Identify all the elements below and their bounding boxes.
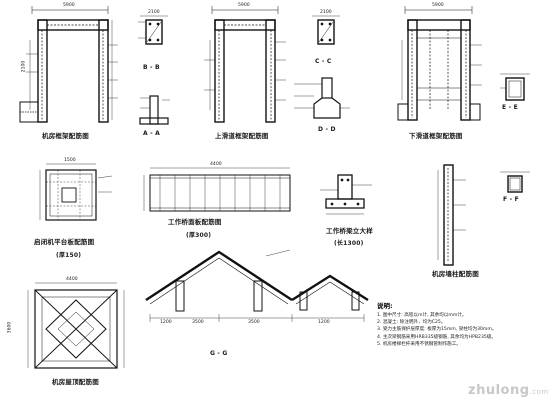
section-g-drawing — [145, 249, 369, 322]
dimension-label: 5900 — [432, 3, 444, 8]
watermark-suffix: .com — [529, 388, 549, 396]
roof-plan-title: 机房屋顶配筋图 — [52, 378, 99, 386]
work-bridge-thickness: (厚300) — [186, 232, 212, 239]
watermark-text: zhulong — [468, 383, 530, 398]
work-bridge-title: 工作桥面板配筋图 — [168, 218, 222, 226]
section-d-title: D - D — [318, 126, 336, 133]
section-g-title: G - G — [210, 350, 228, 357]
dimension-label: 5900 — [238, 3, 250, 8]
section-b-drawing — [138, 15, 168, 45]
note-line: 4. 主次梁钢筋采用HRB335级钢筋, 其余均为HPB235级。 — [377, 334, 496, 340]
section-f-drawing — [500, 171, 530, 193]
section-a-drawing — [139, 95, 170, 125]
dimension-label: 3600 — [7, 321, 13, 334]
section-f-title: F - F — [503, 196, 519, 203]
dimension-label: 1200 — [318, 320, 330, 325]
dimension-label: 2100 — [148, 10, 160, 15]
work-bridge-drawing — [143, 167, 291, 212]
dimension-label: 4400 — [66, 277, 78, 282]
section-e-drawing — [500, 73, 530, 101]
dimension-label: 5900 — [63, 3, 75, 8]
notes-title: 说明: — [377, 302, 393, 310]
work-bridge-beam-title: 工作桥梁立大样 — [326, 227, 373, 235]
machine-room-frame-title: 机房框架配筋图 — [42, 132, 89, 140]
motor-platform-thickness: (厚150) — [56, 252, 82, 259]
work-bridge-beam-length: (长1300) — [334, 240, 364, 247]
upper-guide-frame-title: 上滑道框架配筋图 — [215, 132, 269, 140]
dimension-label: 1500 — [64, 158, 76, 163]
note-line: 2. 混凝土: 除注明外，均为C25。 — [377, 320, 446, 326]
section-c-title: C - C — [315, 58, 332, 65]
roof-plan-drawing — [27, 282, 125, 369]
dimension-label: 3500 — [192, 320, 204, 325]
section-a-title: A - A — [143, 130, 160, 137]
section-b-title: B - B — [143, 64, 160, 71]
stair-column-title: 机房墙柱配筋图 — [432, 270, 479, 278]
stair-column-drawing — [437, 164, 466, 266]
note-line: 5. 机房楼梯栏杆采用不锈钢管制作施工。 — [377, 341, 461, 347]
note-line: 1. 图中尺寸: 高程以m计, 其余均以mm计。 — [377, 313, 467, 318]
motor-platform-title: 启闭机平台板配筋图 — [34, 238, 95, 246]
machine-room-frame-drawing — [19, 6, 118, 123]
dimension-label: 1200 — [160, 320, 172, 325]
dimension-label: 2100 — [320, 10, 332, 15]
dimension-label: 3500 — [248, 320, 260, 325]
section-d-drawing — [294, 77, 350, 119]
lower-guide-frame-title: 下滑道框架配筋图 — [409, 132, 463, 140]
upper-guide-frame-drawing — [204, 6, 286, 123]
dimension-label: 2100 — [21, 60, 27, 73]
lower-guide-frame-drawing — [397, 6, 482, 121]
design-notes: 说明: 1. 图中尺寸: 高程以m计, 其余均以mm计。 2. 混凝土: 除注明… — [377, 300, 527, 348]
dimension-label: 4400 — [210, 162, 222, 167]
work-bridge-beam-drawing — [320, 174, 372, 215]
site-watermark: zhulong.com — [468, 383, 549, 398]
motor-platform-drawing — [39, 163, 113, 221]
section-e-title: E - E — [502, 104, 518, 111]
section-c-drawing — [312, 15, 340, 45]
note-line: 3. 受力主筋保护层厚度: 板厚为15mm, 梁柱均为30mm。 — [377, 327, 497, 333]
